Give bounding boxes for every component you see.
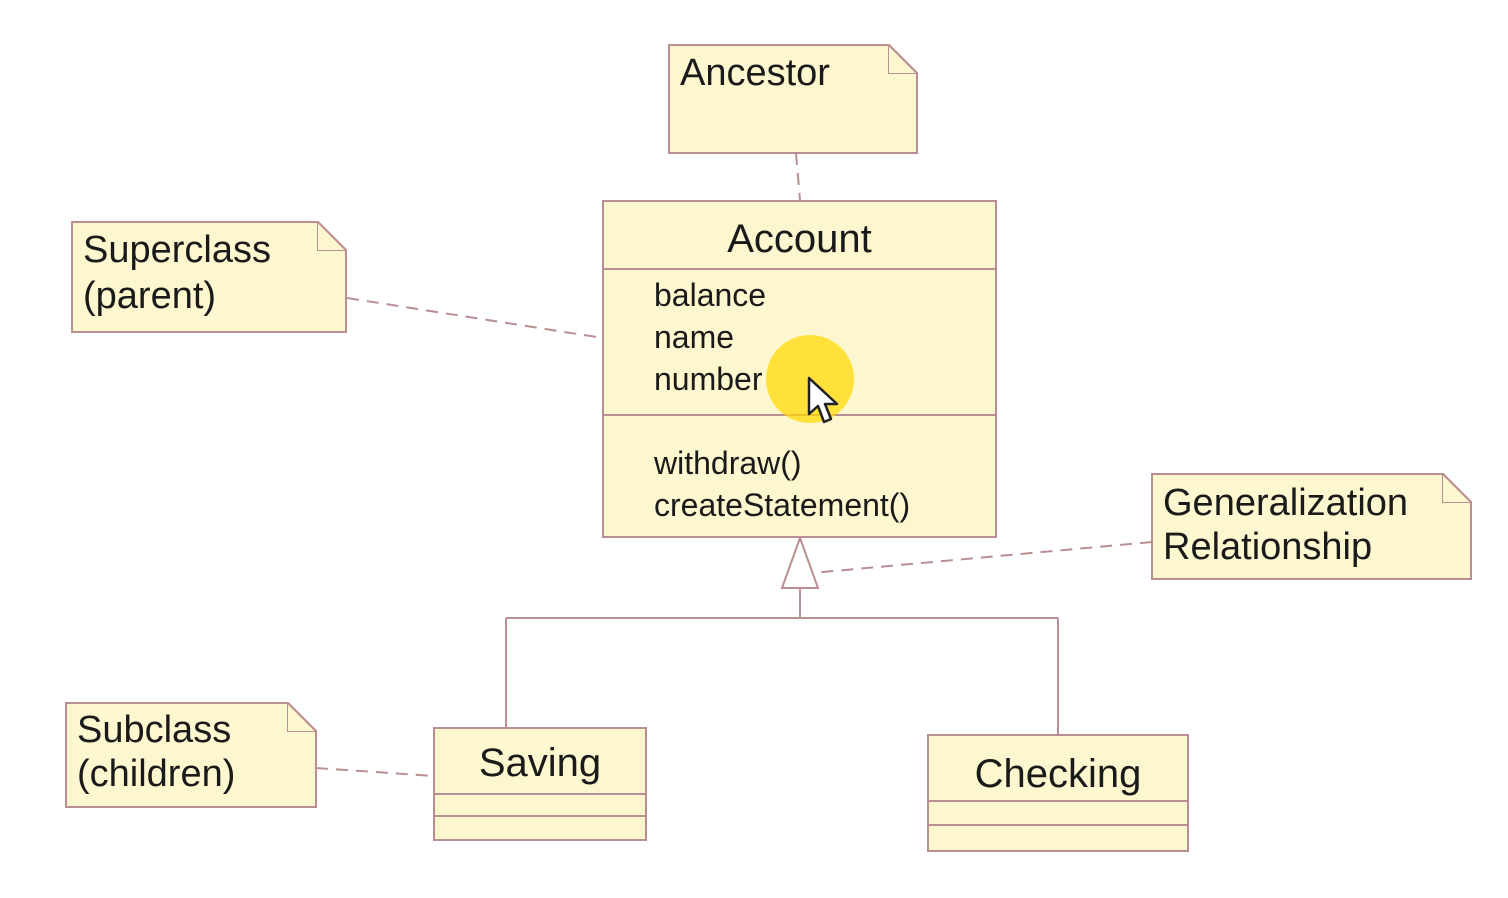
folded-corner-icon xyxy=(287,702,317,732)
note-text: (children) xyxy=(77,753,236,795)
class-name: Checking xyxy=(974,752,1142,796)
note-text: Superclass xyxy=(83,229,271,271)
generalization-anchor-line xyxy=(811,541,1153,574)
folded-corner-icon xyxy=(317,221,347,251)
class-account-name-section: Account xyxy=(604,202,995,268)
note-text: (parent) xyxy=(83,275,217,317)
folded-corner-icon xyxy=(1442,473,1472,503)
attribute-balance: balance xyxy=(654,277,767,313)
class-saving-name-section: Saving xyxy=(435,729,645,793)
class-saving[interactable]: Saving xyxy=(433,727,647,841)
class-account-attributes: balance name number xyxy=(604,268,995,414)
class-checking[interactable]: Checking xyxy=(927,734,1189,852)
attribute-name: name xyxy=(654,319,735,355)
operation-create-statement: createStatement() xyxy=(654,487,911,523)
class-checking-name-section: Checking xyxy=(929,736,1187,800)
note-ancestor[interactable]: Ancestor xyxy=(668,44,918,154)
note-text: Generalization xyxy=(1163,482,1409,524)
class-account-operations: withdraw() createStatement() xyxy=(604,414,995,536)
class-name: Account xyxy=(727,217,872,261)
hollow-triangle-arrow-icon xyxy=(780,535,820,589)
class-saving-operations xyxy=(435,815,645,839)
attribute-number: number xyxy=(654,361,763,397)
note-superclass[interactable]: Superclass (parent) xyxy=(71,221,347,333)
note-text: Subclass xyxy=(77,709,232,751)
ancestor-anchor-line xyxy=(795,152,801,201)
class-checking-operations xyxy=(929,824,1187,850)
class-name: Saving xyxy=(478,741,602,785)
class-checking-attributes xyxy=(929,800,1187,824)
subclass-anchor-line xyxy=(315,767,435,777)
class-saving-attributes xyxy=(435,793,645,815)
note-subclass[interactable]: Subclass (children) xyxy=(65,702,317,808)
mouse-pointer-icon xyxy=(807,376,839,424)
note-generalization[interactable]: Generalization Relationship xyxy=(1151,473,1472,580)
note-text: Relationship xyxy=(1163,526,1373,568)
superclass-anchor-line xyxy=(346,297,604,339)
folded-corner-icon xyxy=(888,44,918,74)
operation-withdraw: withdraw() xyxy=(654,445,802,481)
note-text: Ancestor xyxy=(680,52,830,94)
